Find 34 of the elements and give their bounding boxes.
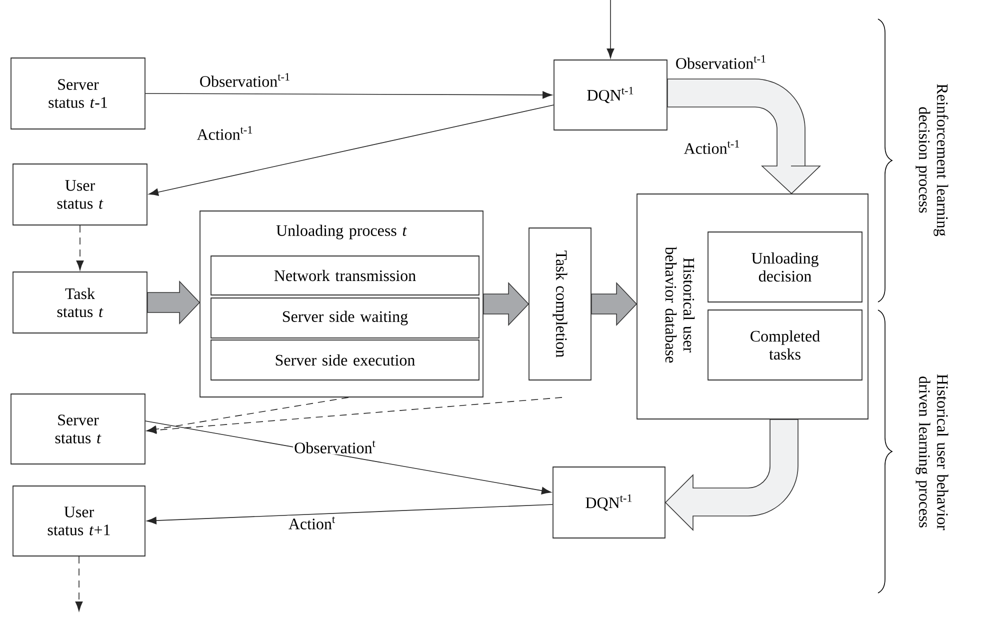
edge-label: Action$^{t}$ — [287, 516, 337, 530]
edge-label: Observation$^{t}$ — [293, 440, 377, 454]
edge-label: Action$^{t-1}$ — [196, 125, 254, 141]
step-box: Network transmission — [210, 256, 480, 296]
status-box: Task status t — [12, 272, 148, 334]
brace-label: Reinforcement learning decision process — [916, 84, 948, 236]
arrow-label: Observation$^{t-1}$ — [676, 55, 766, 69]
status-box: Server status t — [10, 394, 146, 464]
arrow — [75, 556, 83, 612]
block-arrow — [665, 419, 798, 530]
arrow — [148, 104, 554, 196]
tasks-box: Completed tasks — [708, 310, 862, 380]
block-arrow — [591, 282, 638, 326]
arrow — [145, 420, 552, 494]
arrow — [146, 504, 553, 524]
arrow — [76, 225, 84, 270]
step-box: Server side waiting — [210, 298, 480, 338]
brace-label: Historical user behavior driven learning process — [916, 374, 948, 530]
edge-label: Observation$^{t-1}$ — [198, 72, 292, 88]
decision-box: Unloading decision — [708, 232, 862, 302]
block-arrow — [483, 282, 530, 326]
status-box: User status t — [12, 164, 148, 226]
block-arrow — [147, 280, 200, 324]
block-arrow — [667, 78, 820, 194]
arrow — [606, 0, 614, 58]
completion-box: Task completion — [528, 228, 592, 380]
dqn-box: DQN$^{t-1}$ — [554, 60, 668, 130]
arrow-label: Action$^{t-1}$ — [684, 140, 740, 154]
dqn-box: DQN$^{t-1}$ — [552, 466, 666, 538]
arrow — [146, 397, 562, 434]
status-box: User status t+1 — [12, 486, 146, 556]
status-box: Server status t-1 — [10, 58, 146, 130]
step-box: Server side execution — [210, 340, 480, 380]
arrow — [145, 91, 552, 99]
